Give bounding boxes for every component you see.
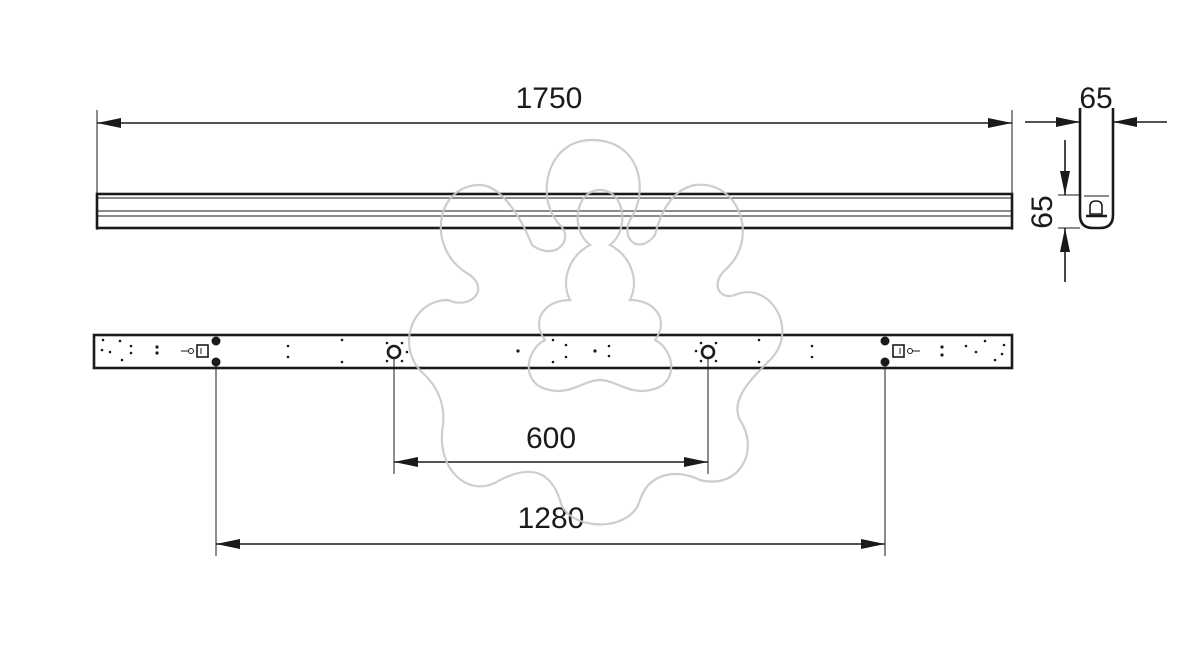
dimension-label-inner-spacing: 600	[526, 422, 576, 455]
dimension-label-profile-width: 65	[1079, 82, 1112, 115]
front-view: 1750	[95, 82, 1014, 230]
mounting-bracket-right	[880, 336, 920, 367]
connector-left-icon	[196, 344, 209, 358]
profile-view: 65 65	[1025, 82, 1167, 282]
dimension-label-overall-length: 1750	[516, 82, 583, 115]
connector-right-icon	[892, 344, 905, 358]
mounting-bracket-left	[181, 336, 221, 367]
mounting-view: 600 1280	[92, 333, 1014, 556]
flower-outline-watermark-icon	[408, 138, 784, 526]
dimension-label-profile-height: 65	[1026, 195, 1059, 228]
screw-holes	[100, 338, 1006, 364]
profile-lamp-icon	[1089, 200, 1103, 215]
profile-outline	[1078, 108, 1115, 230]
luminaire-body-back	[92, 333, 1014, 370]
